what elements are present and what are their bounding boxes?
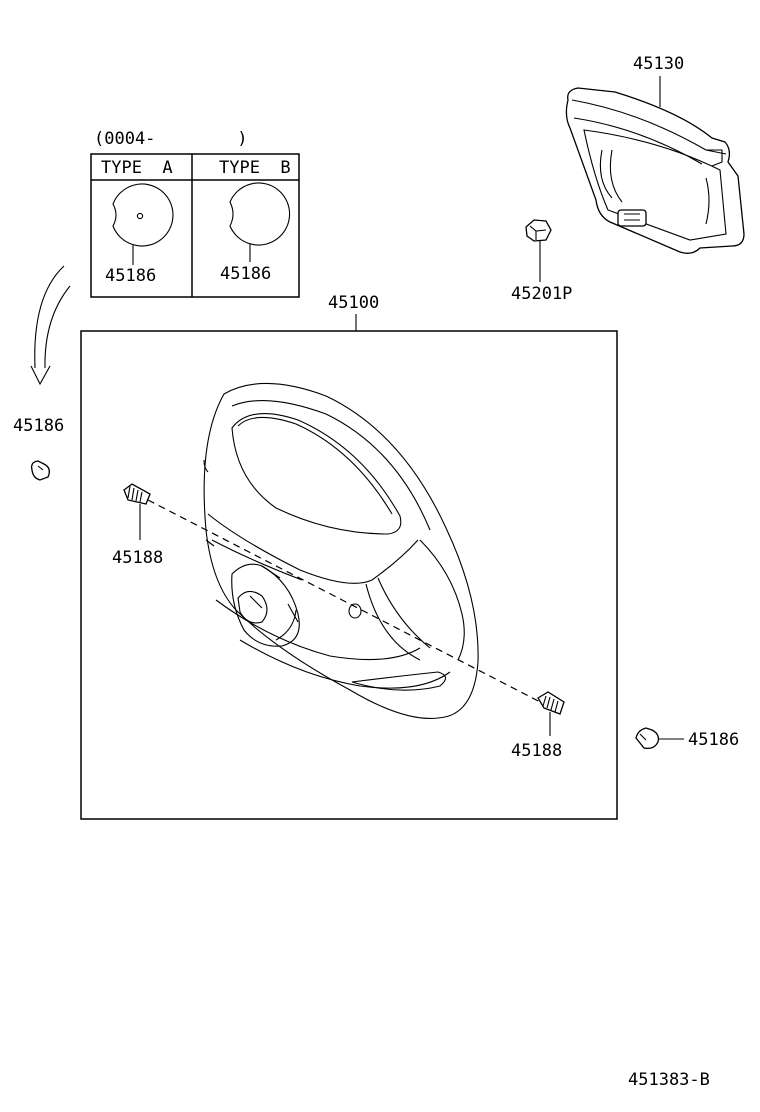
nut-part-number: 45201P bbox=[511, 284, 572, 304]
wheel-part-number: 45100 bbox=[328, 293, 379, 313]
type-a-part-number: 45186 bbox=[105, 266, 156, 286]
figure-code: 451383-B bbox=[628, 1070, 710, 1090]
type-b-part-number: 45186 bbox=[220, 264, 271, 284]
reference-arrow-icon bbox=[30, 265, 71, 386]
inset-date-range: (0004- ) bbox=[94, 129, 248, 149]
nut-icon bbox=[525, 219, 552, 282]
clip-right-part-number: 45186 bbox=[688, 730, 739, 750]
pad-part-number: 45130 bbox=[633, 54, 684, 74]
bolt-left-part-number: 45188 bbox=[112, 548, 163, 568]
bolt-right-part-number: 45188 bbox=[511, 741, 562, 761]
inset-frame bbox=[90, 153, 300, 298]
wheel-assembly-frame bbox=[80, 330, 618, 820]
type-b-clip-icon bbox=[229, 182, 291, 262]
steering-pad-icon bbox=[565, 87, 745, 254]
bolt-left-icon bbox=[123, 483, 151, 540]
bolt-right-icon bbox=[537, 691, 565, 736]
type-b-label: TYPE B bbox=[219, 158, 291, 178]
clip-left-icon bbox=[30, 460, 50, 481]
clip-right-icon bbox=[635, 727, 684, 750]
steering-wheel-icon bbox=[203, 382, 479, 719]
type-inset: (0004- ) TYPE A TYPE B 45186 45186 bbox=[90, 129, 300, 298]
clip-left-part-number: 45186 bbox=[13, 416, 64, 436]
type-a-clip-icon bbox=[112, 183, 174, 265]
type-a-label: TYPE A bbox=[101, 158, 173, 178]
bolt-axis-line bbox=[147, 499, 549, 707]
